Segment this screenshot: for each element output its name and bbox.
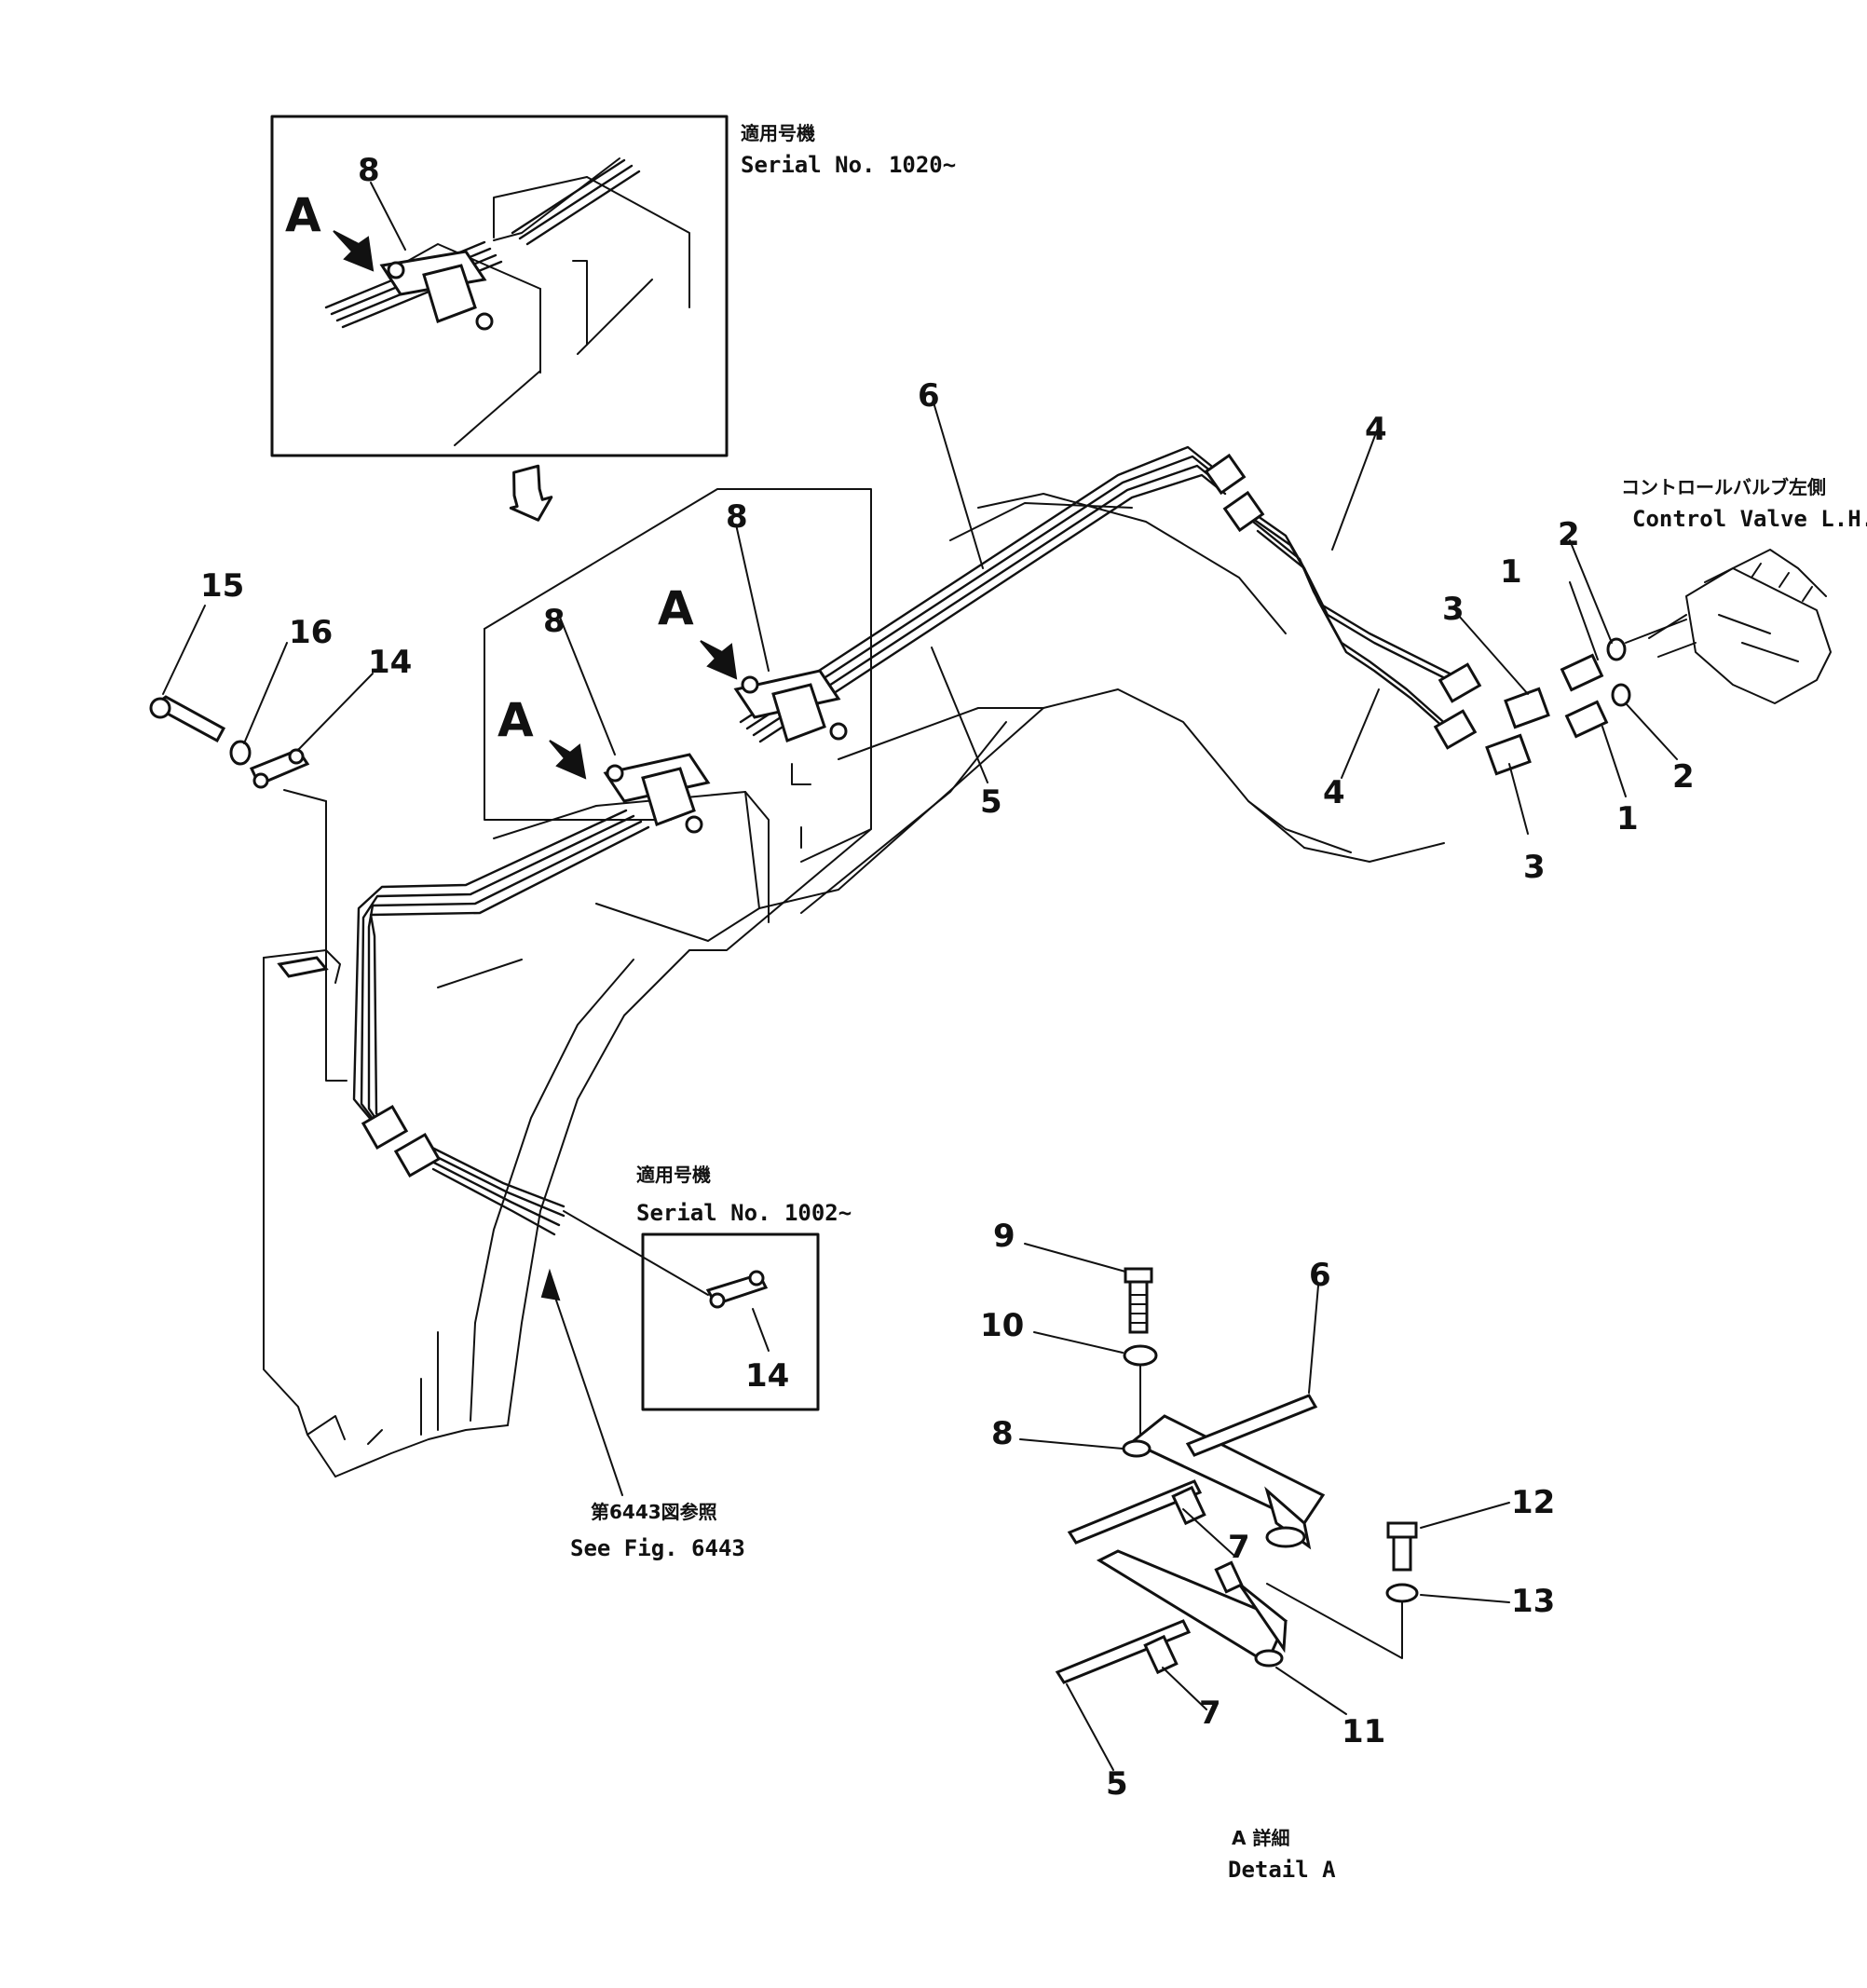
callout-8-upper: 8 [726, 498, 748, 536]
callout-d5: 5 [1106, 1765, 1128, 1803]
callout-2-bottom: 2 [1672, 758, 1695, 796]
detail-a-label: Detail A [1228, 1857, 1336, 1883]
callout-d10: 10 [980, 1307, 1024, 1344]
see-fig-jp: 第6443図参照 [591, 1501, 717, 1523]
callout-d7-lower: 7 [1199, 1695, 1221, 1732]
inset-serial-1020 [270, 115, 729, 457]
control-valve-label: Control Valve L.H. [1632, 506, 1867, 532]
callout-1-bottom: 1 [1616, 800, 1639, 837]
detail-a [1019, 1243, 1510, 1771]
inset-frame-bottom [641, 1232, 820, 1411]
callout-d8: 8 [991, 1415, 1014, 1452]
serial-bottom-note: Serial No. 1002~ [636, 1200, 852, 1226]
callout-d6: 6 [1309, 1257, 1331, 1294]
inset-frame-top [270, 115, 729, 457]
callout-3-bottom: 3 [1523, 849, 1546, 886]
callout-8-inset: 8 [358, 152, 380, 189]
callout-4-top: 4 [1365, 411, 1387, 448]
machine-body [263, 488, 1445, 1477]
callout-1-top: 1 [1500, 553, 1522, 591]
detail-jp: A 詳細 [1232, 1827, 1289, 1849]
control-valve-jp: コントロールバルブ左側 [1621, 476, 1826, 498]
clamp-lower [549, 740, 711, 834]
pipe-run-main [352, 445, 1482, 1236]
callout-16: 16 [289, 614, 333, 651]
clamp-upper [700, 640, 848, 742]
callout-14-inset: 14 [745, 1357, 789, 1395]
callout-d12: 12 [1511, 1484, 1555, 1521]
view-letter-a-upper: A [658, 581, 694, 635]
callout-3-top: 3 [1442, 591, 1465, 628]
see-fig-label: See Fig. 6443 [570, 1535, 745, 1561]
callout-5: 5 [980, 783, 1002, 821]
callout-8-lower: 8 [543, 603, 566, 640]
callout-4-bottom: 4 [1323, 774, 1345, 811]
callout-d13: 13 [1511, 1583, 1555, 1620]
callout-2-top: 2 [1558, 516, 1580, 553]
callout-6: 6 [918, 377, 940, 415]
callout-d9: 9 [993, 1218, 1015, 1255]
callout-15: 15 [200, 567, 244, 605]
control-valve [1485, 549, 1832, 776]
view-letter-a-lower: A [497, 693, 534, 747]
serial-bottom-jp: 適用号機 [636, 1164, 711, 1186]
view-letter-a-inset: A [285, 188, 321, 242]
inset-serial-1002 [563, 1210, 820, 1411]
callout-14: 14 [368, 644, 412, 681]
serial-top-note: Serial No. 1020~ [741, 152, 956, 178]
callout-d11: 11 [1342, 1713, 1385, 1750]
callout-d7-upper: 7 [1228, 1529, 1250, 1566]
callout-leaders [162, 402, 1687, 835]
view-arrow-icon [509, 464, 553, 522]
bolt-group-left [149, 695, 327, 959]
serial-top-jp: 適用号機 [741, 122, 815, 144]
